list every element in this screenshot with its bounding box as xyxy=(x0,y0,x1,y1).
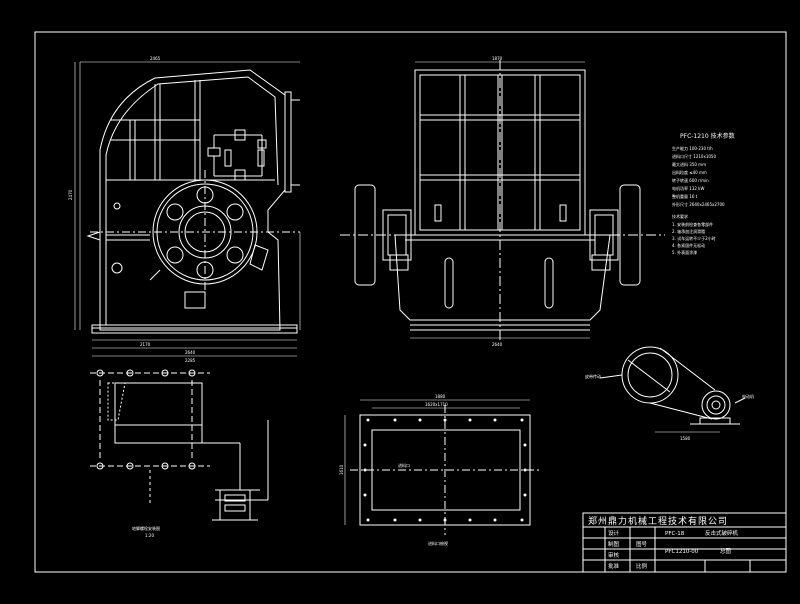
front-bottom-dim-2: 2640 xyxy=(185,350,196,355)
belt-drive-view xyxy=(599,346,746,433)
drawing-frame xyxy=(34,31,787,573)
foundation-scale: 1:20 xyxy=(145,533,154,538)
plan-height-dim: 1610 xyxy=(339,464,344,475)
tb-row-1-col1: 制图 xyxy=(608,540,620,548)
spec-line-1: 进料口尺寸 1210x1050 xyxy=(672,153,716,159)
spec-notes: PFC-1210 技术参数 生产能力 100-230 t/h 进料口尺寸 121… xyxy=(672,132,735,255)
plan-width-dim: 1880 xyxy=(435,394,446,399)
foundation-view xyxy=(90,369,269,521)
plan-view xyxy=(344,399,540,535)
foundation-caption: 地脚螺栓安装图 xyxy=(132,525,160,531)
spec-line-0: 生产能力 100-230 t/h xyxy=(672,145,713,151)
tb-row-0-col1: 设计 xyxy=(608,529,620,537)
tb-row-3-col3: 比例 xyxy=(636,562,648,570)
belt-dim: 1580 xyxy=(680,436,691,441)
side-bottom-dim: 2640 xyxy=(492,342,503,347)
tech-line-0: 1. 安装前检查各零部件 xyxy=(672,221,713,227)
tb-row-1-col3: 图号 xyxy=(636,540,648,548)
plan-inner-dim: 1620x1710 xyxy=(425,402,448,407)
tech-line-1: 2. 轴承加注润滑脂 xyxy=(672,228,705,234)
tb-row-3-col1: 批准 xyxy=(608,562,620,570)
plan-bolt-holes xyxy=(363,418,527,522)
tb-row-2-col1: 审核 xyxy=(608,551,620,559)
belt-label: 皮带传动 xyxy=(585,373,601,379)
drawing-desc: 反击式破碎机 xyxy=(705,529,739,537)
front-view xyxy=(86,69,300,334)
motor-label: 电动机 xyxy=(742,393,754,399)
side-dimensions xyxy=(410,61,590,339)
company-name: 郑州鼎力机械工程技术有限公司 xyxy=(588,515,728,527)
side-top-dim: 1870 xyxy=(492,56,503,61)
part-code: PFC1210-00 xyxy=(665,549,699,555)
spec-line-6: 整机重量 16 t xyxy=(672,193,698,199)
feed-label: 进料口 xyxy=(398,462,410,468)
front-top-dim: 2465 xyxy=(150,56,161,61)
spec-line-7: 外形尺寸 2640x2465x2700 xyxy=(672,201,725,207)
side-view xyxy=(340,60,665,340)
tech-heading: 技术要求 xyxy=(672,213,688,219)
drawing-name: PFC-18 xyxy=(665,531,685,537)
spec-line-4: 转子转速 600 r/min xyxy=(672,177,709,183)
tech-line-4: 5. 外表面涂漆 xyxy=(672,249,697,255)
plan-view-caption: 进料口俯视 xyxy=(428,540,448,546)
front-dimensions xyxy=(74,61,301,357)
spec-line-5: 电机功率 132 kW xyxy=(672,185,704,191)
spec-line-2: 最大进料 350 mm xyxy=(672,161,706,167)
tech-line-2: 3. 试车运转不少于2小时 xyxy=(672,235,716,241)
front-bottom-dim-1: 2170 xyxy=(140,342,151,347)
front-height-dim: 2470 xyxy=(68,189,73,200)
front-bottom-dim-3: 2285 xyxy=(185,358,196,363)
spec-heading: PFC-1210 技术参数 xyxy=(680,132,735,140)
sheet-label: 总图 xyxy=(720,547,732,555)
tech-line-3: 4. 各紧固件无松动 xyxy=(672,242,705,248)
title-block xyxy=(582,512,787,573)
spec-line-3: 出料粒度 ≤40 mm xyxy=(672,169,707,175)
